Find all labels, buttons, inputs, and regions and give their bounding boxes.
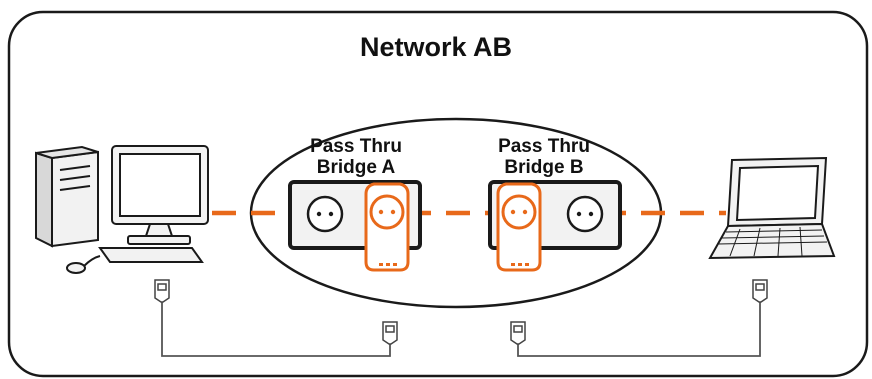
bridge-b-label-line1: Pass Thru: [498, 136, 590, 157]
diagram-title: Network AB: [359, 32, 513, 62]
ethernet-plug-icon: [154, 279, 170, 303]
connection-line-right: [517, 300, 761, 357]
ethernet-plug-icon: [510, 321, 526, 345]
bridge-b-label: Pass Thru Bridge B: [474, 136, 614, 178]
bridge-a-device: [288, 180, 422, 272]
powerline-adapter-icon: [496, 182, 542, 272]
ethernet-plug-icon: [382, 321, 398, 345]
bridge-b-label-line2: Bridge B: [504, 157, 584, 178]
bridge-b-device: [488, 180, 622, 272]
connection-line-left: [161, 300, 391, 357]
network-frame: [7, 10, 869, 378]
desktop-computer-icon: [35, 145, 209, 274]
powerline-adapter-icon: [364, 182, 410, 272]
bridge-a-label-line1: Pass Thru: [310, 136, 402, 157]
bridge-a-label: Pass Thru Bridge A: [286, 136, 426, 178]
bridge-a-label-line2: Bridge A: [316, 157, 396, 178]
ethernet-plug-icon: [752, 279, 768, 303]
laptop-icon: [708, 156, 836, 260]
